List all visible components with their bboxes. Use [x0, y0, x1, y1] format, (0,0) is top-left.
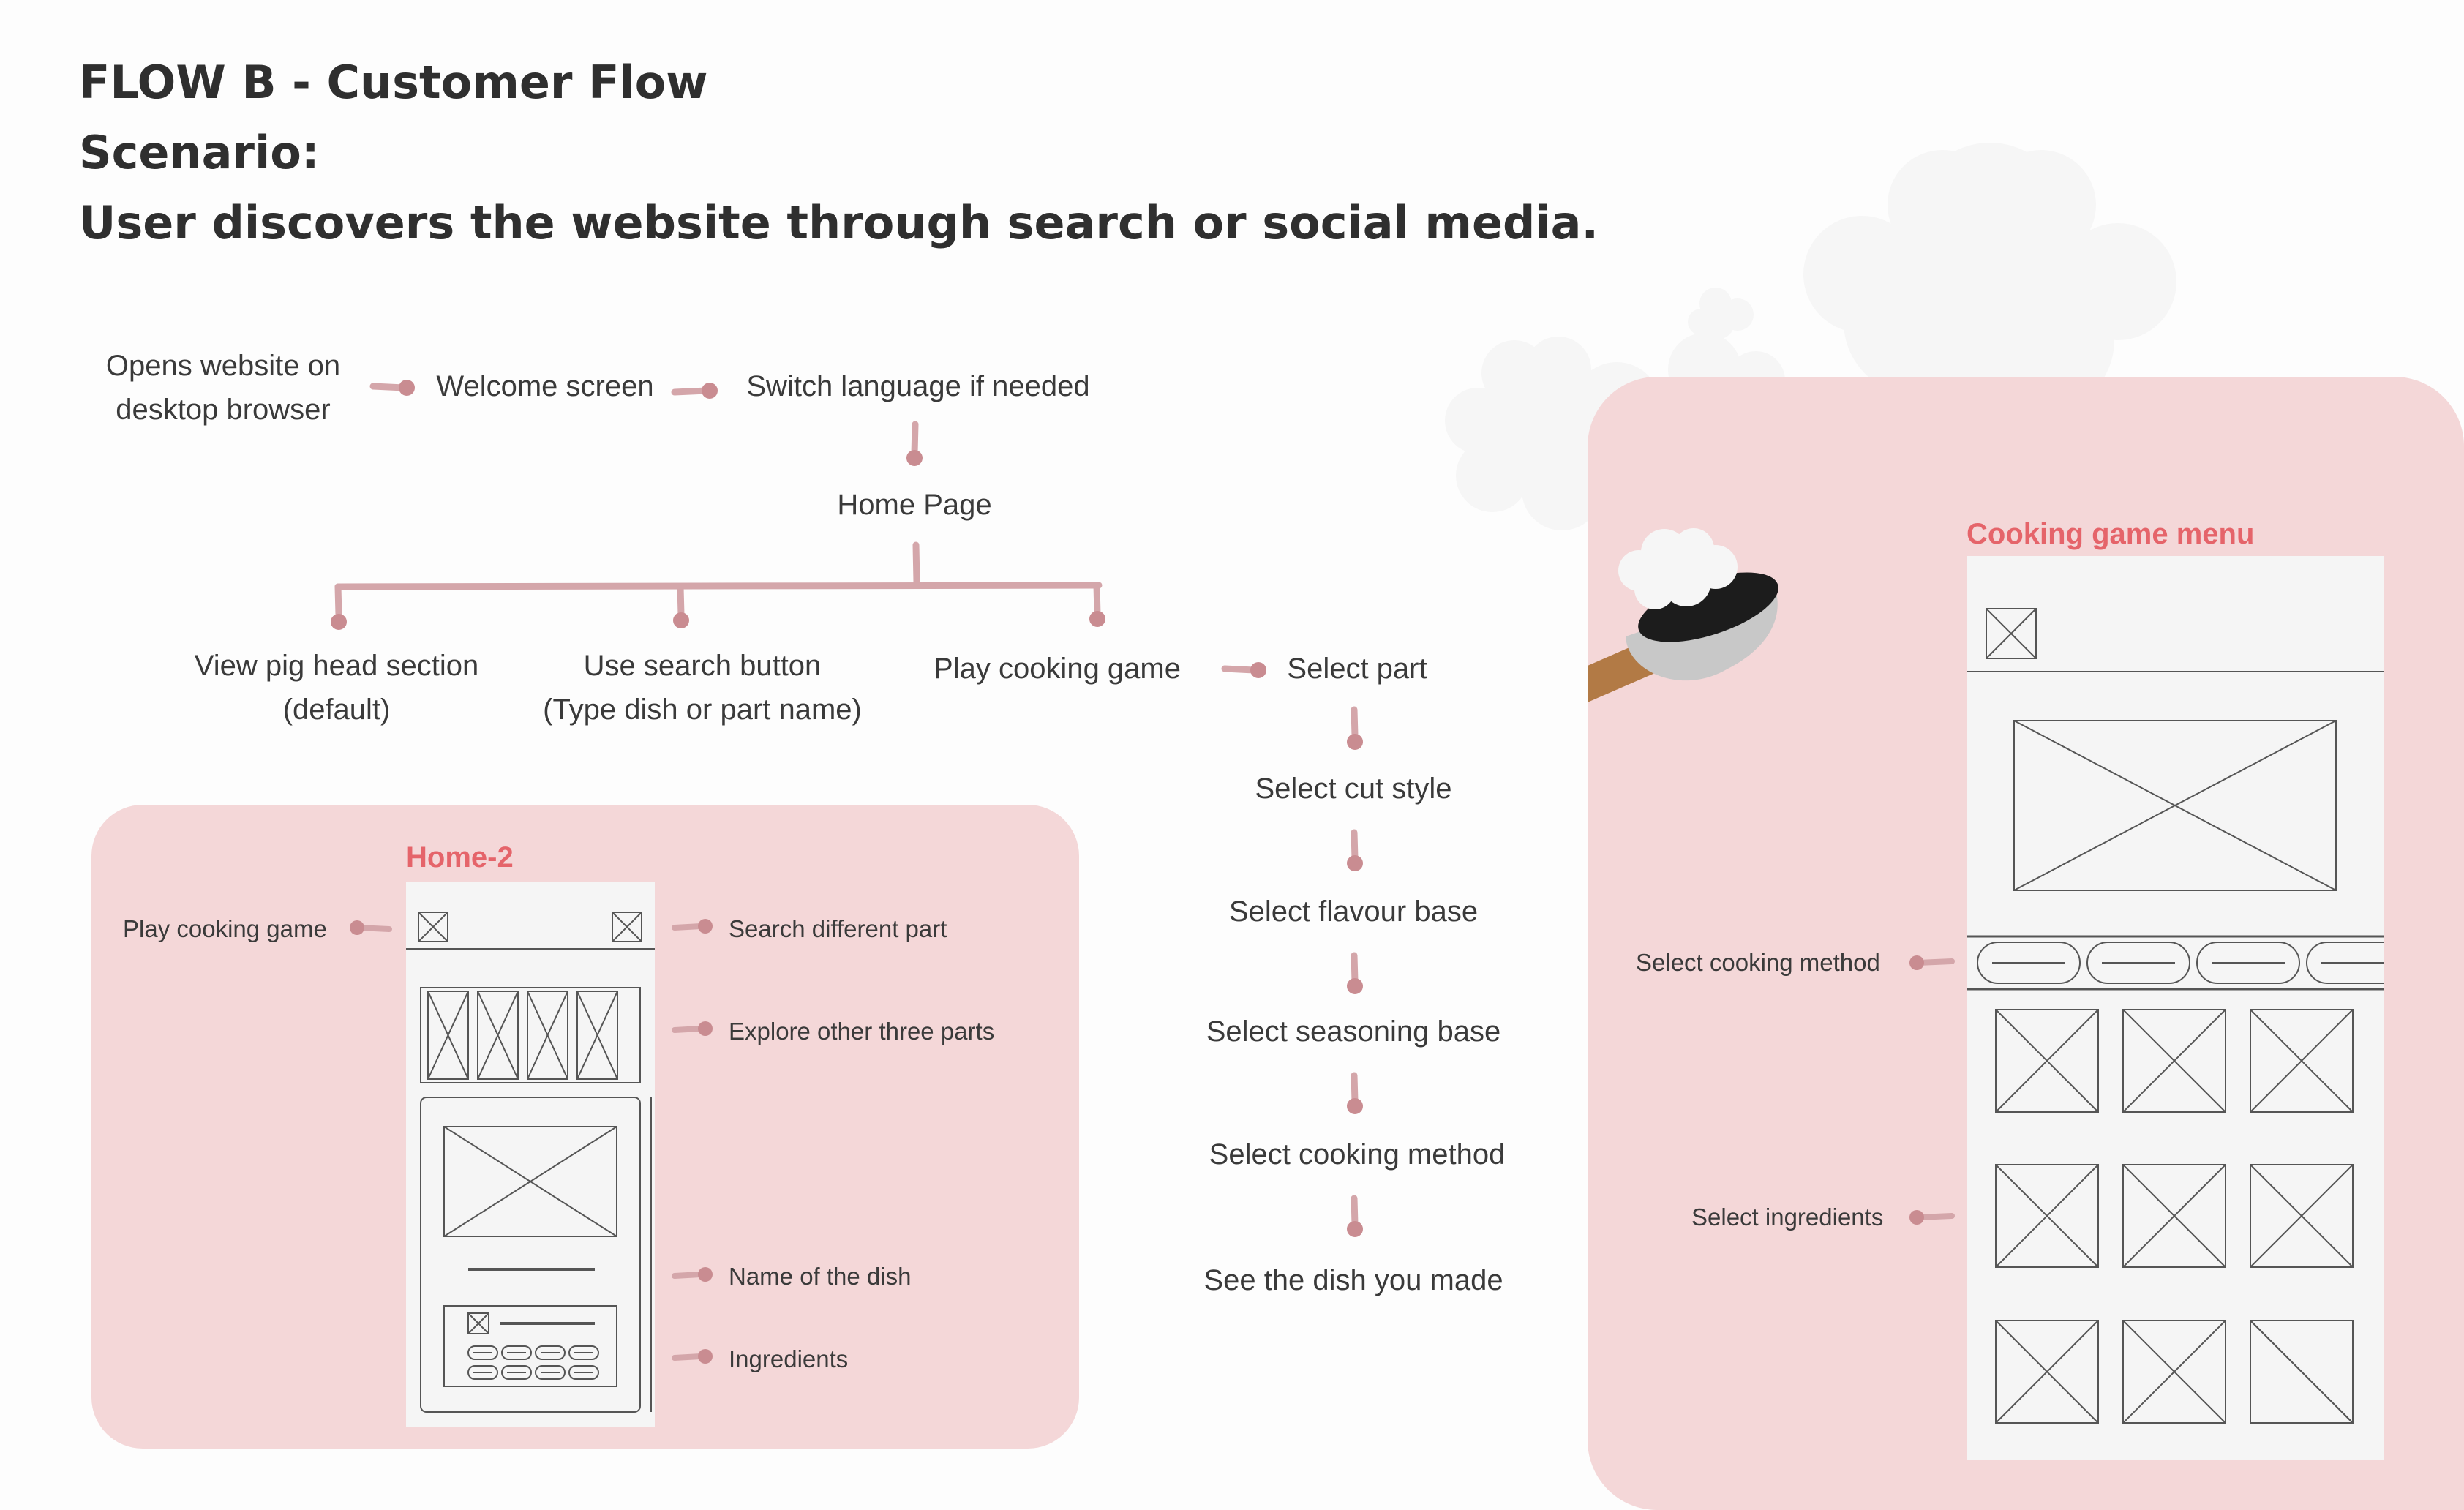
game-anno-select-ingredients: Select ingredients: [1691, 1203, 1884, 1231]
home-frame-title: Home-2: [406, 841, 514, 874]
home-anno-search-part: Search different part: [729, 915, 947, 942]
flow-node-select-method: Select cooking method: [1209, 1138, 1506, 1171]
flow-node-home-page: Home Page: [837, 489, 992, 521]
scenario-label: Scenario:: [79, 126, 320, 179]
flow-node-select-part: Select part: [1287, 653, 1427, 685]
flow-node-switch-language: Switch language if needed: [746, 370, 1090, 402]
home-anno-dish-name: Name of the dish: [729, 1263, 912, 1290]
page-title: FLOW B - Customer Flow: [79, 56, 708, 109]
game-frame-title: Cooking game menu: [1967, 518, 2255, 550]
game-anno-select-method: Select cooking method: [1636, 949, 1880, 976]
flow-node-select-flavour: Select flavour base: [1228, 895, 1479, 928]
flow-node-welcome: Welcome screen: [436, 370, 654, 402]
flow-node-opens-website: Opens website on desktop browser: [105, 350, 341, 426]
flow-node-view-pig-head: View pig head section (default): [194, 650, 479, 726]
flow-node-see-dish: See the dish you made: [1203, 1264, 1503, 1296]
home-wireframe: [406, 882, 655, 1427]
home-wireframe-sketch: [406, 912, 655, 1413]
home-anno-play-game: Play cooking game: [123, 915, 327, 942]
game-wireframe: [1967, 556, 2384, 1460]
flow-node-select-cut: Select cut style: [1255, 773, 1452, 805]
flow-node-use-search: Use search button (Type dish or part nam…: [543, 650, 862, 726]
flow-node-select-seasoning: Select seasoning base: [1206, 1015, 1501, 1048]
flow-node-play-game: Play cooking game: [934, 653, 1181, 685]
home-anno-ingredients: Ingredients: [729, 1345, 849, 1372]
home-anno-explore-parts: Explore other three parts: [729, 1018, 995, 1045]
scenario-text: User discovers the website through searc…: [79, 196, 1599, 249]
game-wireframe-sketch: [1967, 608, 2384, 1424]
